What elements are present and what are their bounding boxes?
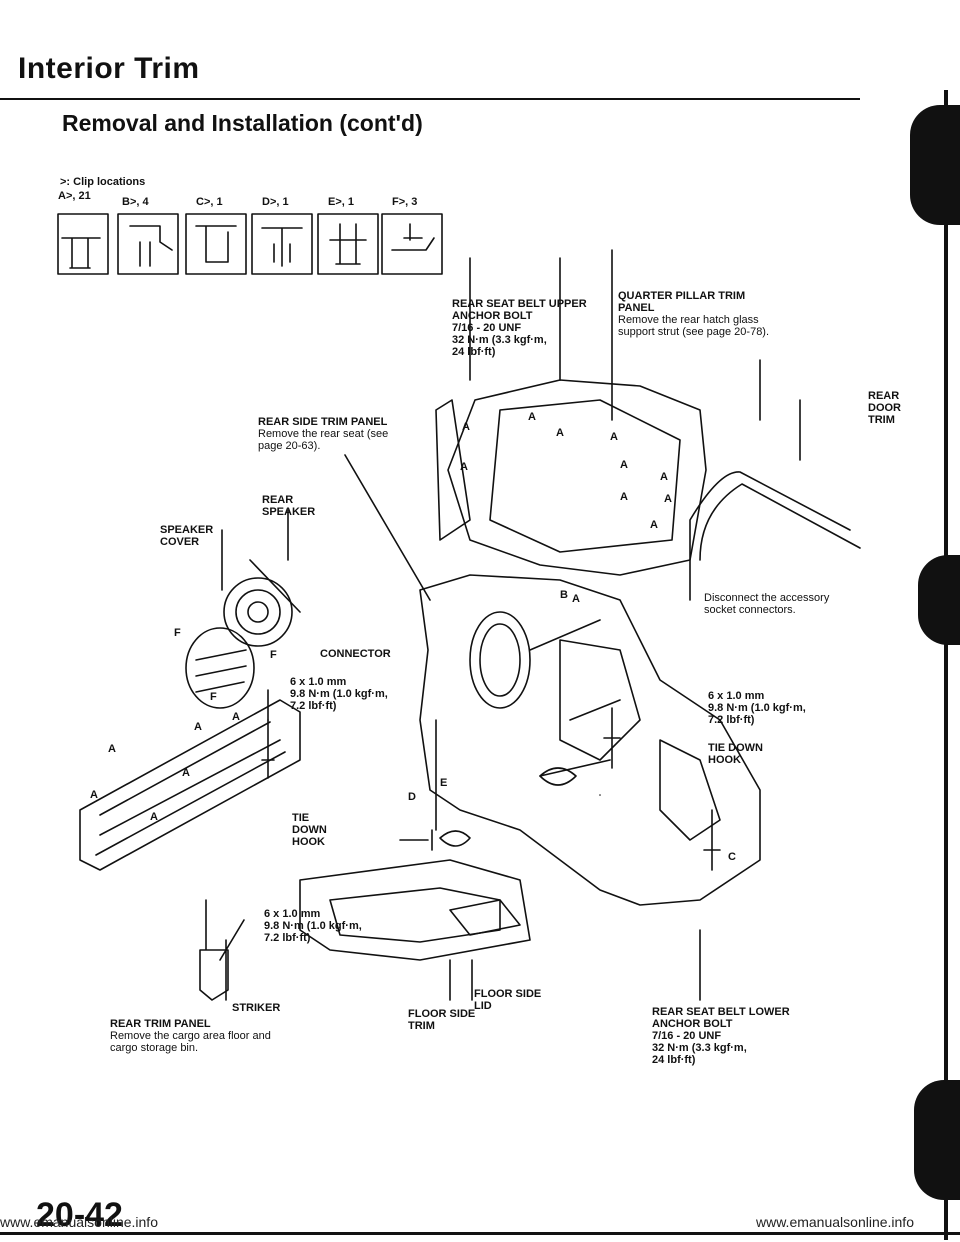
bolt-spec-right: 6 x 1.0 mm 9.8 N·m (1.0 kgf·m, 7.2 lbf·f… [708, 690, 806, 726]
svg-text:A: A [610, 431, 618, 443]
rear-speaker-label: REAR SPEAKER [262, 494, 316, 518]
svg-text:A: A [108, 743, 116, 755]
connector-label: CONNECTOR [320, 648, 391, 660]
clip-label-f: F>, 3 [392, 196, 418, 208]
rear-trim-panel [79, 699, 301, 871]
svg-text:A: A [90, 789, 98, 801]
svg-text:A: A [620, 491, 628, 503]
rear-side-trim-panel [419, 574, 761, 906]
svg-text:F: F [210, 691, 217, 703]
bolt-spec-bottom: 6 x 1.0 mm 9.8 N·m (1.0 kgf·m, 7.2 lbf·f… [264, 908, 362, 944]
svg-text:A: A [620, 459, 628, 471]
edge-line [944, 90, 948, 1240]
lower-anchor-label: REAR SEAT BELT LOWER ANCHOR BOLT 7/16 - … [652, 1006, 790, 1066]
edge-tab-1 [910, 105, 960, 225]
rear-door-trim-label: REAR DOOR TRIM [868, 390, 901, 426]
svg-text:E: E [440, 777, 447, 789]
page-title: Interior Trim [18, 52, 200, 85]
svg-text:C: C [728, 851, 736, 863]
svg-text:A: A [664, 493, 672, 505]
svg-text:A: A [460, 461, 468, 473]
watermark-right: www.emanualsonline.info [756, 1214, 914, 1230]
svg-text:A: A [572, 593, 580, 605]
page-number: 20-42 [36, 1196, 123, 1234]
disconnect-note: Disconnect the accessory socket connecto… [704, 592, 830, 616]
striker-part [199, 899, 229, 1001]
tie-down-hook-center [439, 830, 471, 847]
svg-text:B: B [560, 589, 568, 601]
svg-text:F: F [270, 649, 277, 661]
striker-label: STRIKER [232, 1002, 281, 1014]
bolt-spec-left: 6 x 1.0 mm 9.8 N·m (1.0 kgf·m, 7.2 lbf·f… [290, 676, 388, 712]
rear-side-trim-label: REAR SIDE TRIM PANEL Remove the rear sea… [258, 416, 389, 452]
section-subtitle: Removal and Installation (cont'd) [62, 110, 423, 136]
svg-text:A: A [650, 519, 658, 531]
rear-speaker-part [223, 577, 293, 647]
svg-text:A: A [232, 711, 240, 723]
svg-text:F: F [174, 627, 181, 639]
svg-text:A: A [194, 721, 202, 733]
edge-tab-3 [914, 1080, 960, 1200]
clip-label-e: E>, 1 [328, 196, 354, 208]
website-watermark: www.emanualsonline.info [0, 1214, 158, 1230]
floor-side-lid [449, 899, 521, 936]
edge-tab-2 [918, 555, 960, 645]
svg-text:A: A [150, 811, 158, 823]
clip-label-b: B>, 4 [122, 196, 149, 208]
clip-label-d: D>, 1 [262, 196, 289, 208]
svg-text:A: A [182, 767, 190, 779]
svg-text:A: A [462, 421, 470, 433]
svg-text:A: A [528, 411, 536, 423]
clip-label-c: C>, 1 [196, 196, 223, 208]
rear-trim-panel-label: REAR TRIM PANEL Remove the cargo area fl… [110, 1018, 271, 1054]
title-rule [0, 98, 860, 100]
floor-side-lid-label: FLOOR SIDE LID [474, 988, 542, 1012]
speaker-cover-label: SPEAKER COVER [160, 524, 214, 548]
svg-text:D: D [408, 791, 416, 803]
footer-rule [0, 1232, 960, 1235]
clip-label-a: A>, 21 [58, 190, 91, 202]
rear-door-trim [689, 471, 861, 601]
tie-down-hook-right-label: TIE DOWN HOOK [708, 742, 763, 766]
floor-side-trim [299, 859, 531, 961]
quarter-pillar-label: QUARTER PILLAR TRIM PANEL Remove the rea… [618, 290, 770, 338]
clip-icons [57, 213, 443, 275]
speaker-cover-part [185, 627, 255, 709]
clip-legend-title: >: Clip locations [60, 176, 146, 188]
svg-text:A: A [660, 471, 668, 483]
tie-down-hook-right [539, 767, 577, 786]
svg-text:A: A [556, 427, 564, 439]
upper-anchor-label: REAR SEAT BELT UPPER ANCHOR BOLT 7/16 - … [452, 298, 587, 358]
floor-side-trim-label: FLOOR SIDE TRIM [408, 1008, 476, 1032]
tie-down-hook-center-label: TIE DOWN HOOK [292, 812, 327, 848]
